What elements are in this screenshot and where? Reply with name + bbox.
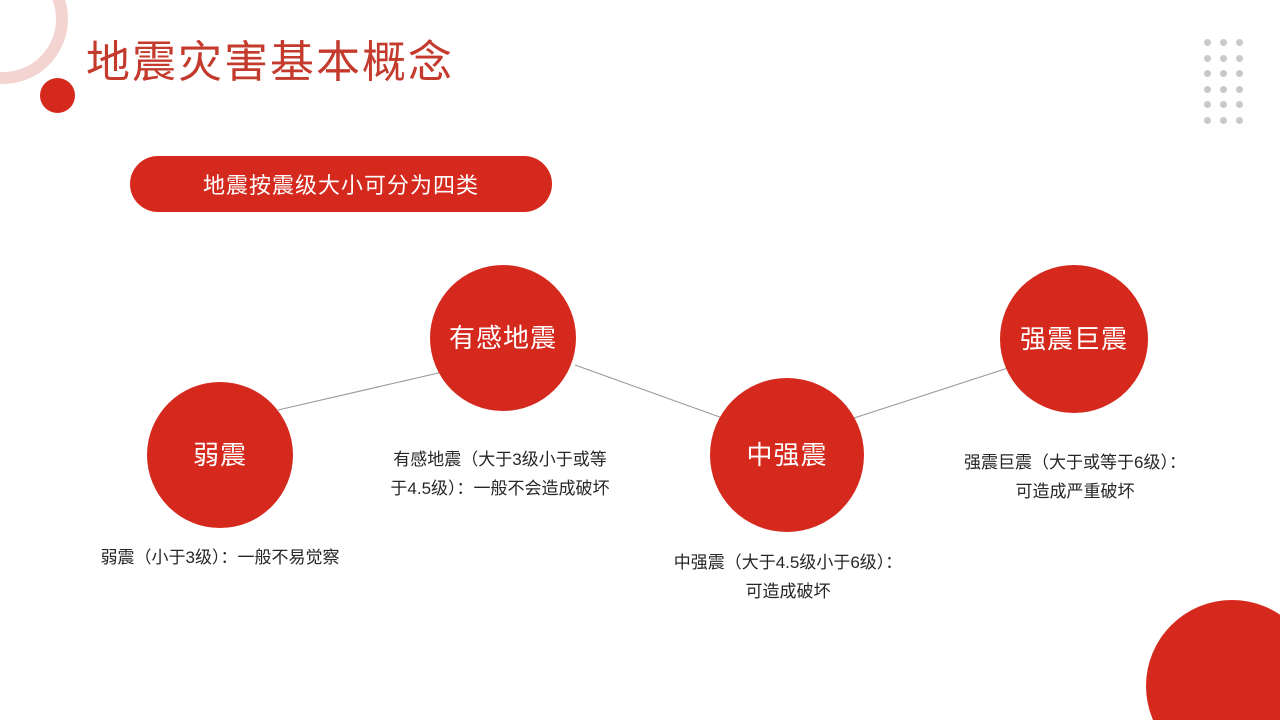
section-badge: 地震按震级大小可分为四类: [130, 156, 552, 212]
dot-grid-decoration-icon: [1204, 39, 1252, 132]
connector-node1-node2: [277, 370, 448, 411]
corner-circle-decoration-icon: [1146, 600, 1280, 720]
node-caption-weak-quake: 弱震（小于3级）：一般不易觉察: [100, 548, 340, 567]
connector-node3-node4: [847, 367, 1009, 421]
node-caption-felt-quake: 有感地震（大于3级小于或等于4.5级）：一般不会造成破坏: [390, 450, 610, 498]
solid-dot-decoration-icon: [40, 78, 75, 113]
connector-node2-node3: [574, 364, 729, 421]
node-circle-felt-quake[interactable]: 有感地震: [430, 265, 576, 411]
node-circle-weak-quake[interactable]: 弱震: [147, 382, 293, 528]
node-caption-strong-great-quake: 强震巨震（大于或等于6级）：可造成严重破坏: [964, 453, 1186, 501]
node-circle-strong-great-quake[interactable]: 强震巨震: [1000, 265, 1148, 413]
node-circle-moderate-strong-quake[interactable]: 中强震: [710, 378, 864, 532]
ring-arc-decoration-icon: [0, 0, 68, 84]
node-caption-moderate-strong-quake: 中强震（大于4.5级小于6级）：可造成破坏: [673, 553, 903, 601]
page-title: 地震灾害基本概念: [86, 38, 454, 87]
